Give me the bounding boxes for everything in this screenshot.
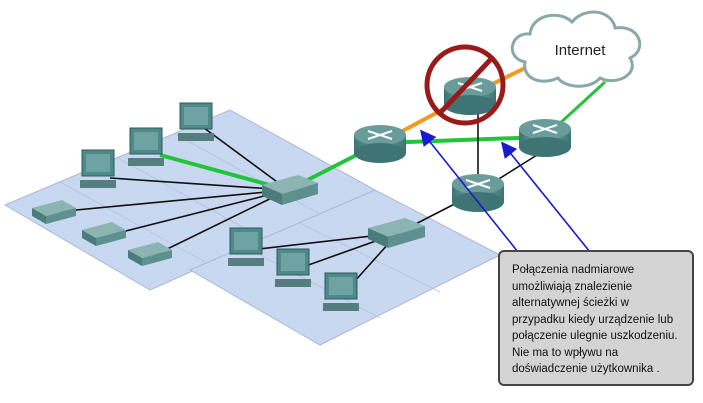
pc — [128, 127, 164, 166]
pc — [275, 248, 311, 287]
callout-arrow-2 — [500, 141, 591, 253]
internet-label: Internet — [554, 42, 606, 59]
callout-note: Połączenia nadmiarowe umożliwiają znalez… — [498, 250, 694, 386]
pc — [228, 227, 264, 266]
callout-arrow-1 — [420, 129, 519, 253]
note-line: połączenie ulegnie uszkodzeniu. — [512, 330, 678, 342]
note-line: doświadczenie użytkownika . — [512, 363, 660, 375]
pc — [323, 272, 359, 311]
router-left[interactable] — [354, 125, 406, 163]
pc — [80, 149, 116, 188]
internet-cloud[interactable] — [510, 10, 642, 88]
note-line: alternatywnej ścieżki w — [512, 297, 629, 309]
pc — [178, 102, 214, 141]
link-green-r1-r3 — [379, 135, 546, 145]
note-line: przypadku kiedy urządzenie lub — [512, 313, 674, 326]
ip-phone — [82, 222, 126, 246]
router-failed[interactable] — [444, 77, 496, 115]
pcs — [80, 102, 359, 311]
note-line: Nie ma to wpływu na — [512, 346, 619, 359]
switch-2[interactable] — [368, 218, 425, 248]
ip-phones — [32, 200, 172, 266]
note-line: Połączenia nadmiarowe — [512, 264, 635, 276]
switch-1[interactable] — [262, 175, 318, 205]
ip-phone — [32, 200, 76, 224]
prohibited-icon — [424, 44, 506, 126]
router-bottom[interactable] — [452, 174, 504, 212]
router-right[interactable] — [519, 119, 571, 157]
ip-phone — [128, 242, 172, 266]
note-line: umożliwiają znalezienie — [512, 280, 633, 293]
